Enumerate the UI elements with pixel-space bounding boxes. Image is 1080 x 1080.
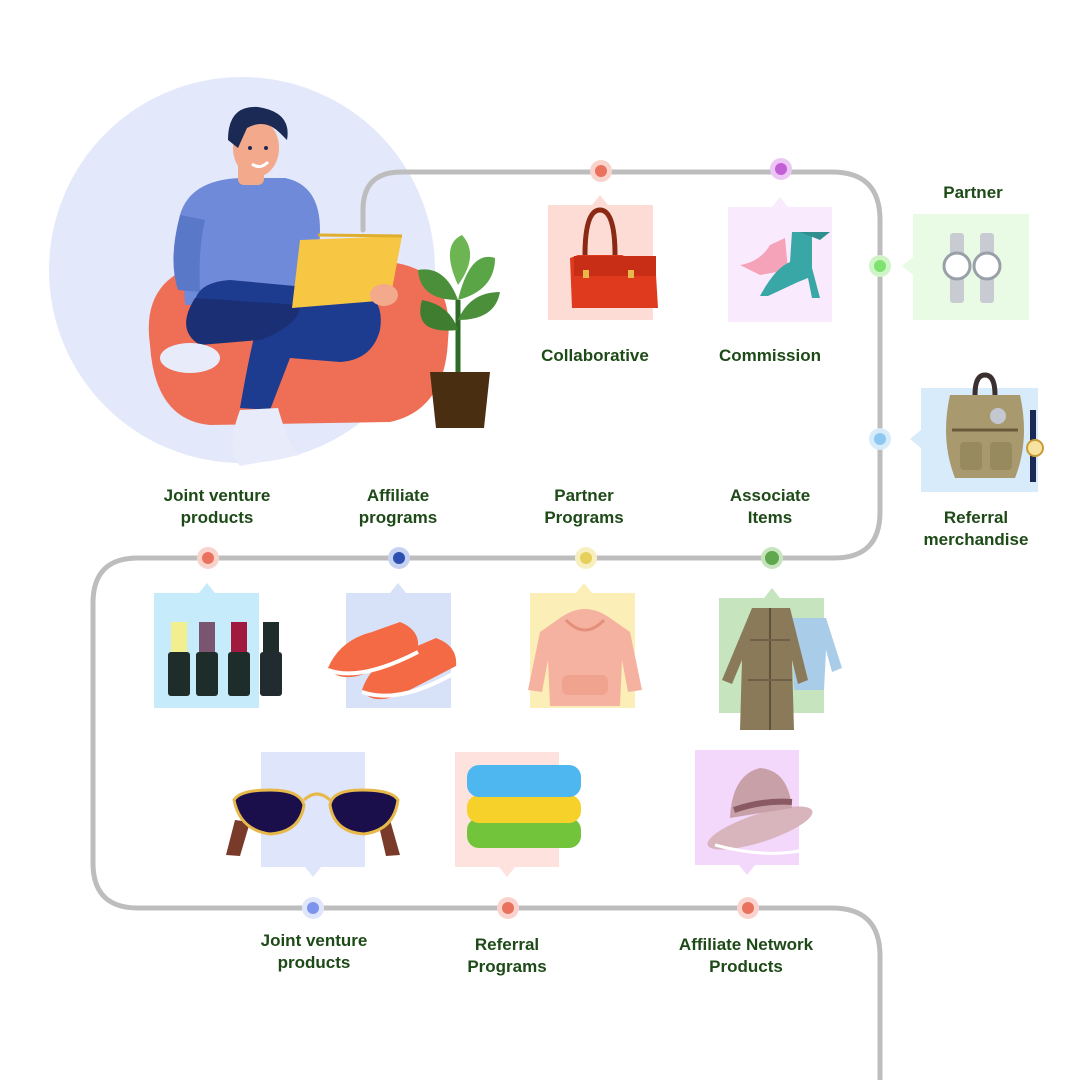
potted-plant-illustration (418, 235, 500, 428)
nail-polish-icon (154, 583, 282, 708)
backpack-icon (910, 372, 1044, 492)
timeline-dot (307, 902, 319, 914)
timeline-dot (765, 551, 779, 565)
coats-icon (719, 588, 842, 730)
step-label-joint-venture-products-2: Joint venture products (260, 931, 368, 972)
sunglasses-icon (226, 752, 400, 877)
timeline-dot (393, 552, 405, 564)
step-label-commission: Commission (718, 346, 822, 365)
step-label-partner-programs: Partner Programs (544, 486, 624, 527)
high-heel-shoes-icon (728, 197, 832, 322)
step-label-collaborative: Collaborative (541, 346, 649, 365)
step-label-referral-merchandise: Referral merchandise (923, 508, 1029, 549)
step-label-referral-programs: Referral Programs (467, 935, 547, 976)
hoodie-icon (528, 583, 642, 708)
timeline-dot (595, 165, 607, 177)
timeline-dot (775, 163, 787, 175)
folded-towels-icon (455, 752, 581, 877)
timeline-path (90, 169, 883, 1080)
timeline-dots (197, 158, 891, 919)
step-label-joint-venture-products: Joint venture products (163, 486, 271, 527)
step-label-partner: Partner (943, 183, 1003, 202)
timeline-dot (874, 260, 886, 272)
step-label-affiliate-programs: Affiliate programs (358, 486, 438, 527)
wristwatches-icon (902, 214, 1029, 320)
person-on-beanbag-illustration (148, 106, 449, 466)
handbag-icon (548, 195, 658, 320)
step-label-associate-items: Associate Items (729, 486, 811, 527)
sneakers-icon (327, 583, 458, 708)
timeline-dot (202, 552, 214, 564)
timeline-dot (580, 552, 592, 564)
timeline-dot (502, 902, 514, 914)
timeline-dot (742, 902, 754, 914)
step-label-affiliate-network-products: Affiliate Network Products (678, 935, 814, 976)
hat-icon (695, 750, 813, 875)
timeline-dot (874, 433, 886, 445)
